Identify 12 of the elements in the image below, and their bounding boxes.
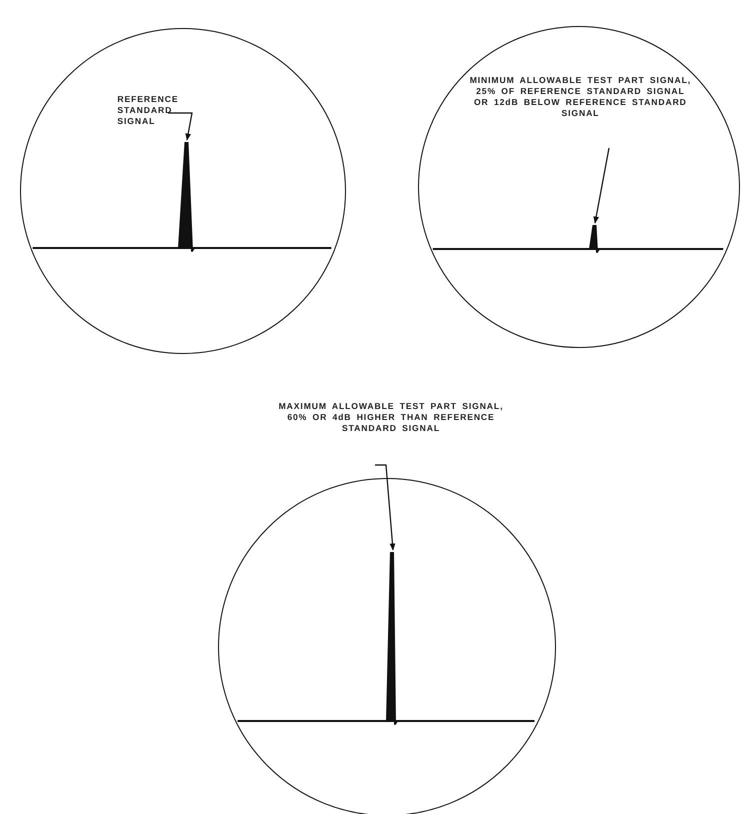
screen-circle [418,26,740,348]
leader-line [375,464,396,551]
callout-text: MAXIMUM ALLOWABLE TEST PART SIGNAL, 60% OR 4dB HIGHER THAN REFERENCE STANDARD SIGNAL [272,401,510,434]
signal-peak [385,552,400,728]
leader-line [593,148,610,224]
signal-peak [588,225,601,256]
screen-circle [20,28,346,354]
leader-line [168,112,193,141]
signal-peak [176,142,196,254]
screen-circle [218,478,556,814]
callout-text: REFERENCE STANDARD SIGNAL [117,94,202,128]
callout-text: MINIMUM ALLOWABLE TEST PART SIGNAL, 25% OF REFERENCE STANDARD SIGNAL OR 12dB BELOW REFERENCE STANDARD SIGNAL [469,75,692,120]
